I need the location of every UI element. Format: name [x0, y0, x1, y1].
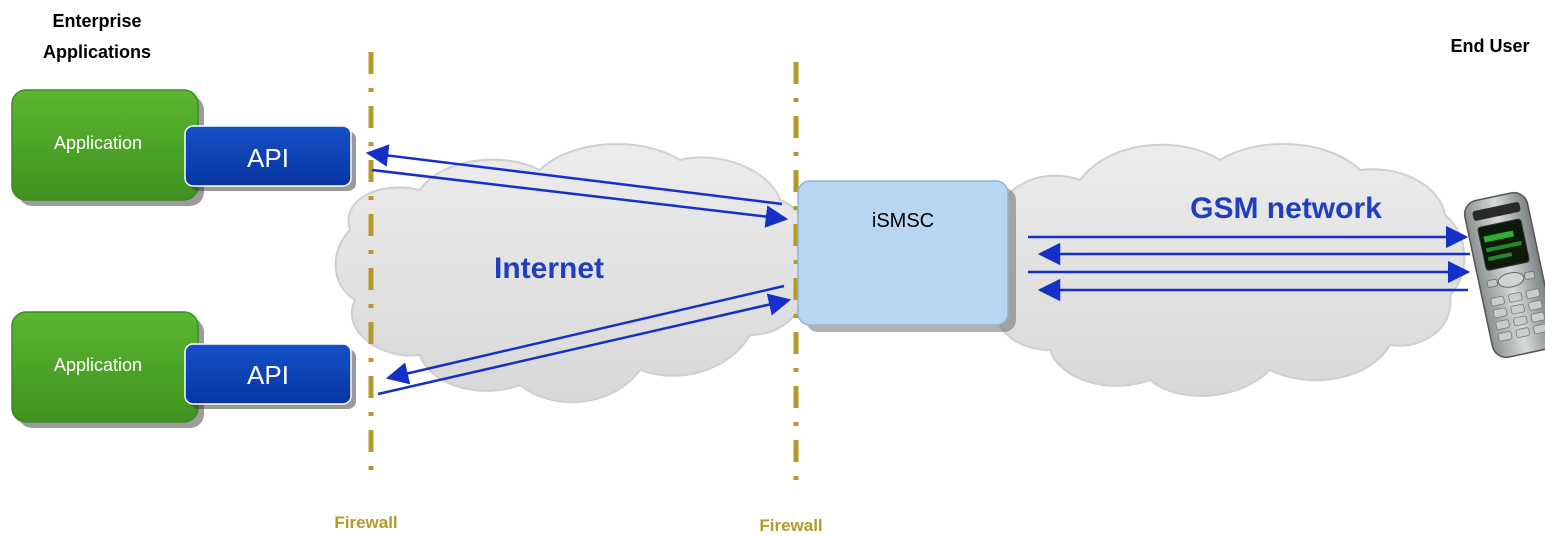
internet-label: Internet: [494, 252, 604, 285]
arrow-ismsc-to-api1: [365, 144, 783, 206]
application-node-2: Application: [11, 311, 204, 428]
arrows-app1-ismsc: [365, 144, 789, 228]
mobile-phone-icon: [1463, 191, 1545, 359]
application-label-1: Application: [54, 133, 142, 153]
gsm-network-cloud: GSM network: [980, 143, 1466, 397]
enterprise-header-line2: Applications: [43, 42, 151, 62]
arrows-app2-ismsc: [377, 284, 792, 396]
enterprise-header-line1: Enterprise: [52, 11, 141, 31]
arrows-ismsc-phone: [1028, 225, 1471, 302]
firewall-2: Firewall: [759, 62, 823, 535]
internet-cloud: Internet: [334, 143, 810, 404]
firewall-label-1: Firewall: [334, 513, 397, 532]
ismsc-label: iSMSC: [872, 210, 934, 232]
arrow-ismsc-to-api2: [385, 284, 785, 385]
api-node-1: API: [184, 125, 356, 191]
application-node-1: Application: [11, 89, 204, 206]
ismsc-node: iSMSC: [797, 180, 1016, 332]
firewall-1: Firewall: [334, 52, 398, 532]
gsm-network-label: GSM network: [1190, 192, 1382, 225]
arrow-api2-to-ismsc: [377, 293, 792, 396]
api-label-2: API: [247, 360, 289, 390]
application-label-2: Application: [54, 355, 142, 375]
api-label-1: API: [247, 143, 289, 173]
api-node-2: API: [184, 343, 356, 409]
end-user-header: End User: [1450, 36, 1529, 56]
firewall-label-2: Firewall: [759, 516, 822, 535]
arrow-api1-to-ismsc: [371, 168, 789, 228]
